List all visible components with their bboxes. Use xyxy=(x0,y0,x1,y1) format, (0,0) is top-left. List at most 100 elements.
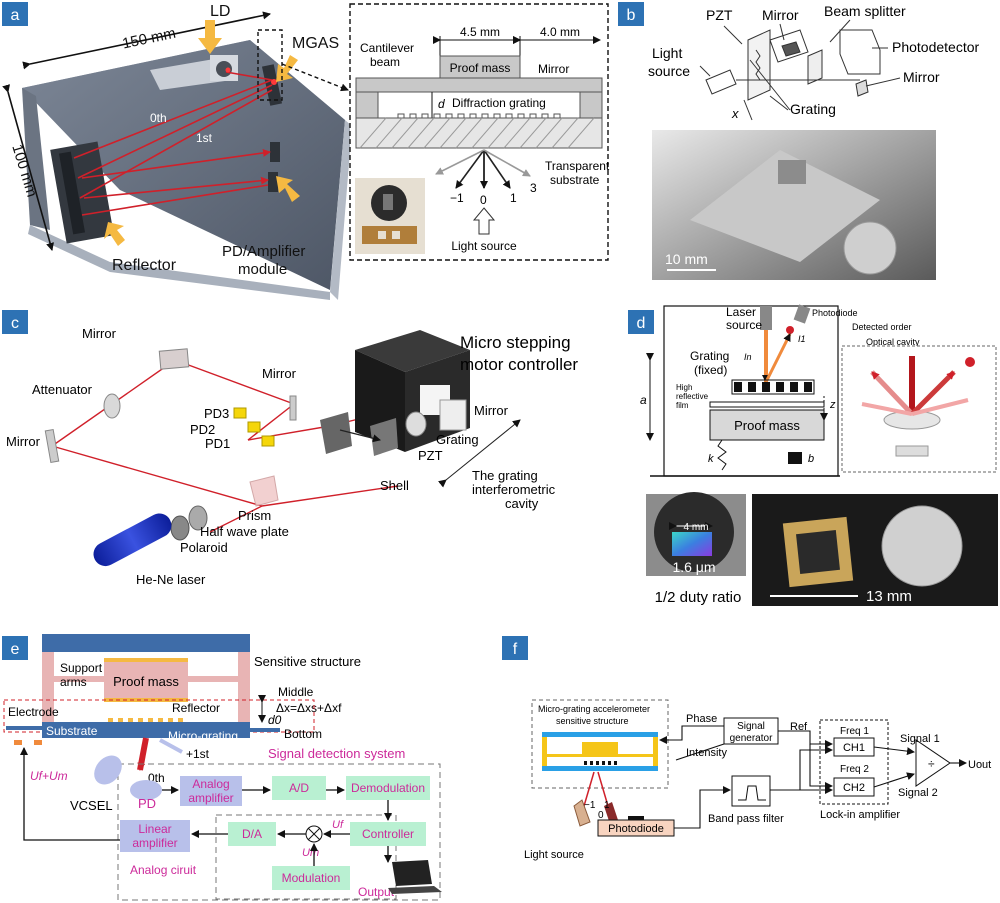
d0-label: d0 xyxy=(268,713,282,727)
freq1-label: Freq 1 xyxy=(840,726,869,737)
transparent-label-1: Transparent xyxy=(545,159,610,173)
signal-wires-e xyxy=(20,747,392,866)
diffraction-grating-label: Diffraction grating xyxy=(452,96,546,110)
attenuator-label: Attenuator xyxy=(32,382,93,397)
pd1-label: PD1 xyxy=(205,436,230,451)
attenuator-c xyxy=(103,393,121,419)
lockin-label: Lock-in amplifier xyxy=(820,809,900,821)
photodiode-d xyxy=(793,304,811,324)
ch1-label: CH1 xyxy=(843,742,865,754)
callout-arrows xyxy=(104,20,300,246)
proof-mass-label-d: Proof mass xyxy=(734,418,800,433)
uout-label: Uout xyxy=(968,759,991,771)
controller-box-e xyxy=(350,822,426,846)
linear-amp-label-2: amplifier xyxy=(132,836,177,850)
demodulation-label: Demodulation xyxy=(351,781,425,795)
order-minus1: −1 xyxy=(450,191,464,205)
sensitive-label-1: Micro-grating accelerometer xyxy=(538,704,650,714)
signal1-label: Signal 1 xyxy=(900,733,940,745)
signal-gen-label-2: generator xyxy=(730,733,773,744)
linear-amp-label-1: Linear xyxy=(138,822,171,836)
bandpass-label: Band pass filter xyxy=(708,813,784,825)
signal-detection-label: Signal detection system xyxy=(268,746,405,761)
first-order-label: +1st xyxy=(186,747,210,761)
delta-label: Δx=Δxs+Δxf xyxy=(276,701,342,715)
controller-label-1: Micro stepping xyxy=(460,333,571,352)
i1-label: I1 xyxy=(798,334,806,344)
pd-module-label-2: module xyxy=(238,261,287,278)
panel-b-letter: b xyxy=(627,7,636,24)
sensitive-label-2: sensitive structure xyxy=(556,716,629,726)
micro-grating-label: Micro-grating xyxy=(168,729,238,743)
da-label: D/A xyxy=(242,827,262,841)
bottom-label: Bottom xyxy=(284,727,322,741)
polaroid xyxy=(170,515,190,541)
scale-b: 10 mm xyxy=(665,251,708,267)
grating-label: Grating xyxy=(790,101,836,117)
grating-label-d-2: (fixed) xyxy=(694,363,727,377)
grating-label-c: Grating xyxy=(436,432,479,447)
analog-circuit-label: Analog ciruit xyxy=(130,863,197,877)
cavity-label-3: cavity xyxy=(505,496,539,511)
housing-front-wall xyxy=(28,225,330,300)
support-label-1: Support xyxy=(60,661,103,675)
grating-teeth xyxy=(397,113,561,119)
support-arms xyxy=(54,676,238,682)
panel-b: b PZT Mirror Beam splitter Light source … xyxy=(618,2,980,280)
grating-f xyxy=(584,761,617,765)
cavity-label-2: interferometric xyxy=(472,482,556,497)
photodiode-label-d: Photodiode xyxy=(812,308,858,318)
mirror-label: Mirror xyxy=(538,62,569,76)
support-label-2: arms xyxy=(60,675,87,689)
laser-beams xyxy=(73,71,273,216)
order0-label: 0th xyxy=(150,111,167,125)
order-1-f: 1 xyxy=(604,800,610,811)
housing-3d xyxy=(22,40,352,300)
height-dimension xyxy=(2,84,54,251)
cavity-label-1: The grating xyxy=(472,468,538,483)
order-3: 3 xyxy=(530,181,537,195)
transparent-substrate xyxy=(355,117,603,149)
laptop-icon xyxy=(392,860,432,886)
photodiode-label-f: Photodiode xyxy=(608,823,664,835)
b-label: b xyxy=(808,453,814,465)
proof-mass-d xyxy=(709,409,825,441)
panel-d: d Laser source Photodiode I1 In Detected… xyxy=(628,304,998,606)
grating-label-d-1: Grating xyxy=(690,349,729,363)
panel-f: f Micro-grating accelerometer sensitive … xyxy=(502,636,991,861)
optical-cavity-label: Optical cavity xyxy=(866,337,920,347)
half-wave-label: Half wave plate xyxy=(200,524,289,539)
vcsel-label: VCSEL xyxy=(70,798,113,813)
half-wave-plate xyxy=(188,505,208,531)
order-0: 0 xyxy=(480,193,487,207)
analog-amp-label-2: amplifier xyxy=(188,791,233,805)
dim-16um-label: 1.6 μm xyxy=(672,559,715,575)
photodiodes-c xyxy=(233,407,275,447)
controller-box xyxy=(355,330,470,372)
controller-label-e: Controller xyxy=(362,827,414,841)
panel-f-badge xyxy=(502,636,528,660)
width-label: 150 mm xyxy=(121,25,178,53)
panel-f-letter: f xyxy=(513,641,518,658)
panel-c-badge xyxy=(2,310,28,334)
micro-grating-e xyxy=(108,718,183,722)
panel-c: c PD3 PD2 PD1 xyxy=(2,310,578,587)
high-label-3: film xyxy=(676,401,689,410)
light-source-f xyxy=(573,799,591,827)
pd-e xyxy=(130,780,162,800)
detected-order-label: Detected order xyxy=(852,322,912,332)
middle-label: Middle xyxy=(278,685,314,699)
laser-source-d xyxy=(760,306,772,330)
mgas-label: MGAS xyxy=(292,35,339,52)
he-ne-laser xyxy=(93,513,172,567)
a-label: a xyxy=(640,393,647,407)
high-label-1: High xyxy=(676,383,692,392)
phase-label: Phase xyxy=(686,713,717,725)
panel-c-letter: c xyxy=(11,315,19,332)
mirror-mid-c xyxy=(289,395,297,421)
light-source-label-f: Light source xyxy=(524,849,584,861)
reflector-label-e: Reflector xyxy=(172,701,220,715)
pzt-label: PZT xyxy=(706,7,733,23)
signal-gen-label-1: Signal xyxy=(737,721,765,732)
prism-c xyxy=(249,475,279,507)
